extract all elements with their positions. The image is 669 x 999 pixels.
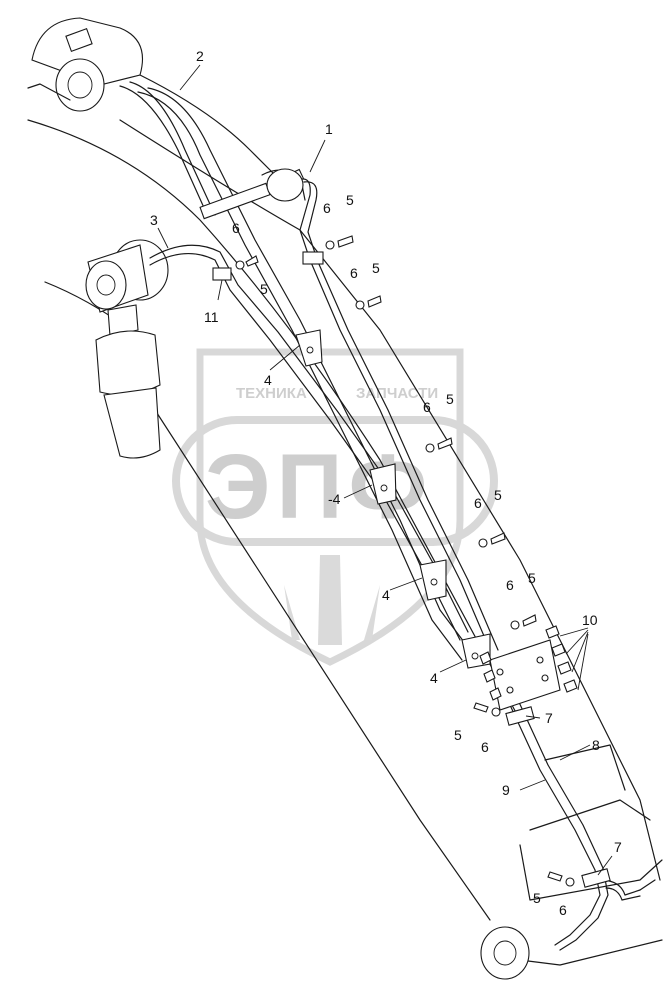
- callout-5-c: 5: [372, 260, 380, 276]
- callout-5-d: 5: [446, 391, 454, 407]
- washer-icon: [565, 877, 575, 887]
- bolt-icon: [490, 532, 506, 545]
- hydraulic-cylinder: [85, 239, 169, 459]
- washer-icon: [325, 240, 335, 250]
- callout-5-a: 5: [346, 192, 354, 208]
- bolt-set-2: [235, 255, 259, 270]
- watermark-brand-right: ЗАПЧАСТИ: [356, 385, 438, 402]
- washer-icon: [510, 620, 520, 630]
- bolt-set-6: [510, 614, 537, 630]
- callout-5-b: 5: [260, 281, 268, 297]
- bolt-set-4: [425, 437, 453, 453]
- bolt-icon: [367, 295, 382, 308]
- washer-icon: [425, 443, 435, 453]
- callout-5-h: 5: [533, 890, 541, 906]
- callout-6-c: 6: [350, 265, 358, 281]
- hose-lines: [119, 81, 656, 951]
- bolt-icon: [245, 255, 259, 267]
- callout-5-g: 5: [454, 727, 462, 743]
- watermark-logo: ТЕХНИКА ЗАПЧАСТИ ЭПФ: [172, 348, 498, 666]
- bolt-icon: [337, 235, 354, 248]
- callout-4-d: 4: [382, 587, 390, 603]
- callout-1: 1: [325, 121, 333, 137]
- leader-lines: [157, 64, 613, 876]
- grease-fitting-block: [479, 625, 589, 711]
- callout-2: 2: [196, 48, 204, 64]
- callout-4-a: 4: [264, 372, 272, 388]
- callout-5-f: 5: [528, 570, 536, 586]
- bolt-set-3: [355, 295, 382, 310]
- boom-pivot-pin: [55, 58, 105, 112]
- pipe-clamps: [212, 251, 611, 888]
- washer-icon: [491, 707, 501, 717]
- boom-outline: [27, 17, 663, 980]
- callout-6-e: 6: [474, 495, 482, 511]
- callout-11: 11: [204, 309, 219, 325]
- bolt-set-7: [473, 702, 501, 717]
- washer-icon: [355, 300, 365, 310]
- callout-7-a: 7: [545, 710, 553, 726]
- washer-icon: [478, 538, 488, 548]
- callout-3: 3: [150, 212, 158, 228]
- bolt-set-8: [547, 871, 575, 887]
- callout-labels: 1 2 3 4 -4 4 4 5 5 5 5 5 5 5 5 6 6 6 6 6…: [150, 48, 622, 918]
- callout-6-f: 6: [506, 577, 514, 593]
- clamp-7-a: [505, 706, 535, 726]
- clamp-11: [212, 267, 232, 281]
- bolt-icon: [547, 871, 563, 882]
- bolt-icon: [522, 614, 537, 627]
- clamp-7-b: [581, 868, 611, 888]
- bolt-set-1: [325, 235, 354, 250]
- callout-7-b: 7: [614, 839, 622, 855]
- callout-6-h: 6: [559, 902, 567, 918]
- clamp-top: [302, 251, 324, 265]
- callout-4-c: -4: [328, 491, 341, 507]
- callout-6-a: 6: [323, 200, 331, 216]
- watermark-brand-left: ТЕХНИКА: [236, 385, 307, 402]
- callout-6-g: 6: [481, 739, 489, 755]
- callout-10: 10: [582, 612, 598, 628]
- bolt-set-5: [478, 532, 506, 548]
- bolts-and-washers: [235, 235, 575, 887]
- bolt-icon: [473, 702, 489, 713]
- wheat-icon: [284, 555, 380, 645]
- boom-lower-pin: [480, 926, 530, 980]
- callout-8: 8: [592, 737, 600, 753]
- clamp-4-b: [369, 463, 397, 505]
- callout-4-e: 4: [430, 670, 438, 686]
- washer-icon: [235, 260, 245, 270]
- callout-6-b: 6: [232, 220, 240, 236]
- clamp-4-c: [419, 559, 447, 601]
- callout-6-d: 6: [423, 399, 431, 415]
- callout-9: 9: [502, 782, 510, 798]
- callout-5-e: 5: [494, 487, 502, 503]
- clamp-4-a: [295, 329, 323, 367]
- bolt-icon: [437, 437, 453, 450]
